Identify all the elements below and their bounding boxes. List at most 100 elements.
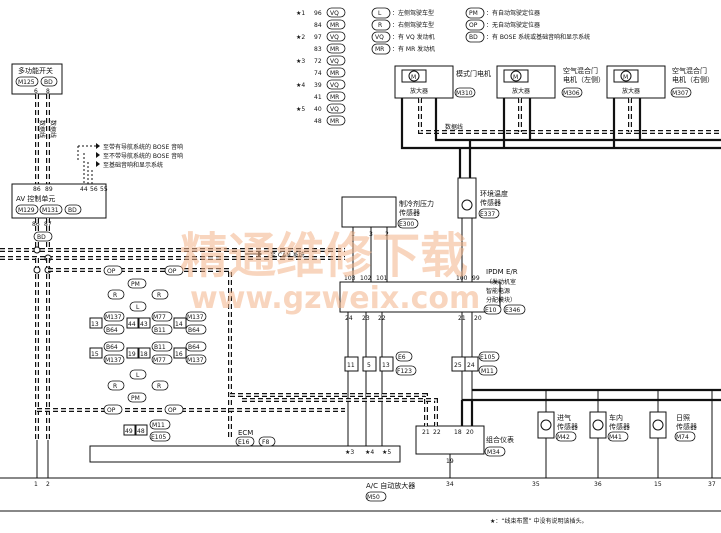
- airmix-left-conn: M306: [563, 90, 580, 97]
- far-conn-m137-a: M137: [187, 314, 204, 321]
- av-pin-b87: 87: [44, 221, 52, 228]
- airmix-right-amp: 放大器: [622, 87, 640, 95]
- l-tag-top: L: [136, 304, 140, 311]
- intake-sensor-conn: M42: [557, 434, 570, 441]
- abbrev-r-code: R: [378, 22, 382, 29]
- intake-conn: M310: [456, 90, 473, 97]
- left-conn-m137-a: M137: [105, 314, 122, 321]
- star-mark-5: ★5: [382, 449, 391, 456]
- in-vehicle-sensor-conn: M41: [609, 434, 622, 441]
- ecm-conn-f8: F8: [262, 439, 269, 446]
- star2-num-mr: 83: [314, 46, 322, 53]
- left-conn-b64-b: B64: [106, 344, 118, 351]
- av-tag-bd: BD: [68, 207, 77, 214]
- star3-num-vq: 72: [314, 58, 322, 65]
- relay-pin-5: 5: [367, 362, 371, 369]
- ipdm-sub3: 分配模块）: [486, 296, 516, 304]
- meter-title: 组合仪表: [486, 435, 514, 444]
- multifunction-switch-title: 多功能开关: [18, 66, 53, 75]
- star1-num-vq: 96: [314, 10, 322, 17]
- star1-label: ★1: [296, 10, 305, 17]
- right-pin-14: 14: [175, 321, 183, 328]
- sunload-sensor: 日照 传感器 M74: [649, 411, 697, 442]
- relay-conn-f123: F123: [397, 368, 412, 375]
- abbrev-bd-text: ：有 BOSE 系统或基础音响和显示系统: [486, 33, 590, 41]
- airmix-left-title2: 电机（左侧）: [563, 75, 605, 84]
- bose-notes: 至带有导航系统的 BOSE 音响 至不带导航系统的 BOSE 音响 至基础音响和…: [77, 143, 183, 184]
- airmix-left-title: 空气混合门: [563, 66, 598, 75]
- star-mark-4: ★4: [365, 449, 374, 456]
- footnote: ★：“线束布置” 中没有说明该插头。: [490, 517, 588, 525]
- abbrev-bd-code: BD: [469, 34, 478, 41]
- av-pin-86: 86: [33, 186, 41, 193]
- star5-num-vq: 40: [314, 106, 322, 113]
- e105-conn-left: E105: [151, 434, 166, 441]
- svg-text:M: M: [623, 74, 628, 81]
- star3-code-vq: VQ: [330, 58, 339, 65]
- amp-pin-2: 2: [46, 481, 50, 488]
- relay-conn-m11: M11: [481, 368, 494, 375]
- far-conn-b64-a: B64: [188, 327, 200, 334]
- ipdm-pin-103: 103: [344, 275, 356, 282]
- ac-amp-title: A/C 自动放大器: [366, 481, 415, 490]
- right-conn-m77-a: M77: [153, 314, 166, 321]
- airmix-right-conn: M307: [672, 90, 689, 97]
- ipdm-pin-99: 99: [472, 275, 480, 282]
- meter-pin-20: 20: [466, 429, 474, 436]
- far-conn-b64-b: B64: [188, 344, 200, 351]
- ac-auto-amp: 1 2 34 35 36 15 37 A/C 自动放大器 M50: [0, 440, 721, 502]
- relay-pin-13: 13: [382, 362, 390, 369]
- can-system-label: 至 CAN 系统: [270, 251, 305, 259]
- relay-conn-e105: E105: [480, 354, 495, 361]
- av-pin-89: 89: [45, 186, 53, 193]
- pm-tag-top: PM: [131, 281, 140, 288]
- data-line-label-top: 数据线: [445, 123, 463, 131]
- star1-code-mr: MR: [330, 22, 339, 29]
- watermark-url: www.gzweix.com: [190, 281, 480, 316]
- air-mix-door-motor-right: M 放大器 空气混合门 电机（右侧） M307: [606, 65, 714, 99]
- ambient-title: 环境温度: [480, 189, 508, 198]
- mid-pin-44: 44: [128, 321, 136, 328]
- ecm-conn-e16: E16: [238, 439, 250, 446]
- abbrev-r-text: ：右侧驾驶车型: [392, 21, 434, 29]
- star3-num-mr: 74: [314, 70, 322, 77]
- airmix-right-title: 空气混合门: [672, 66, 707, 75]
- amp-pin-15: 15: [654, 481, 662, 488]
- star2-code-vq: VQ: [330, 34, 339, 41]
- r-tag-top-right: R: [157, 292, 161, 299]
- left-pin-15: 15: [91, 351, 99, 358]
- amp-pin-35: 35: [532, 481, 540, 488]
- ambient-conn: E337: [480, 211, 495, 218]
- op-tag-bottom-right: OP: [168, 407, 177, 414]
- watermark: 精通维修下载 www.gzweix.com: [180, 228, 480, 316]
- ipdm-pin-100: 100: [456, 275, 468, 282]
- right-pin-16: 16: [175, 351, 183, 358]
- abbrev-op-code: OP: [469, 22, 478, 29]
- refrigerant-title: 制冷剂压力: [399, 199, 434, 208]
- star1-code-vq: VQ: [330, 10, 339, 17]
- intake-title: 模式门电机: [456, 69, 491, 78]
- pm-tag-bottom: PM: [131, 395, 140, 402]
- op-tag-bottom-left: OP: [107, 407, 116, 414]
- star2-num-vq: 97: [314, 34, 322, 41]
- l-tag-bottom: L: [136, 372, 140, 379]
- meter-conn: M34: [487, 449, 500, 456]
- legend-star-codes: ★1 96 VQ 84 MR ★2 97 VQ 83 MR ★3 72 VQ 7…: [296, 7, 346, 126]
- star2-code-mr: MR: [330, 46, 339, 53]
- meter-pin-21: 21: [422, 429, 430, 436]
- ipdm-conn-e10: E10: [485, 307, 497, 314]
- data-line-label-2: 数据线: [49, 120, 57, 138]
- abbrev-vq-text: ：有 VQ 发动机: [392, 33, 435, 41]
- ipdm-pin-20: 20: [474, 315, 482, 322]
- svg-text:M: M: [411, 74, 416, 81]
- multifunction-switch-pin-8: 8: [46, 88, 50, 95]
- av-control-unit: 86 89 44 56 55 AV 控制单元 M129 M131 BD 86 8…: [11, 183, 108, 228]
- star3-label: ★3: [296, 58, 305, 65]
- multifunction-switch-tag: BD: [44, 79, 53, 86]
- right-conn-b11-a: B11: [154, 327, 166, 334]
- combination-meter: 21 22 18 20 组合仪表 M34 19: [415, 425, 514, 465]
- star4-num-mr: 41: [314, 94, 322, 101]
- air-mix-door-motor-left: M 放大器 空气混合门 电机（左侧） M306: [496, 65, 605, 99]
- abbrev-l-code: L: [378, 10, 382, 17]
- ipdm-pin-101: 101: [376, 275, 388, 282]
